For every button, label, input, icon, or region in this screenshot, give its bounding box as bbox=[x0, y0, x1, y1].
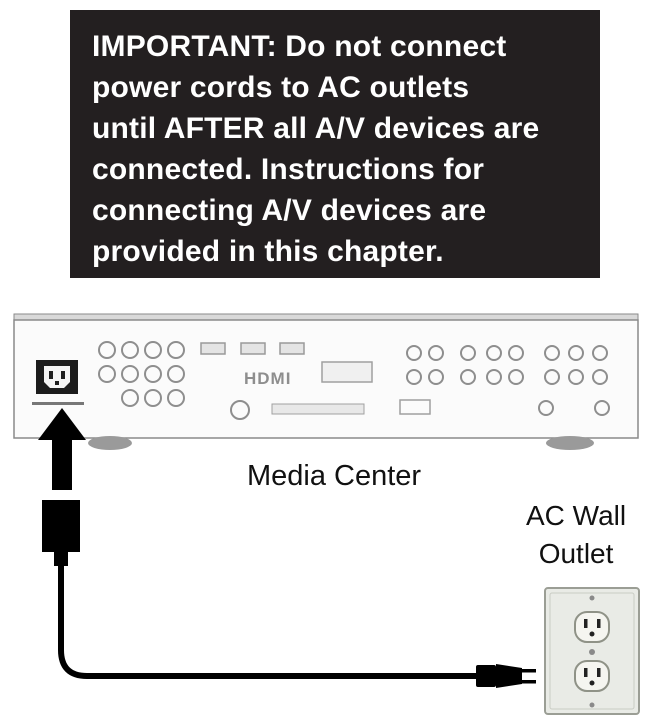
power-cord bbox=[58, 564, 480, 679]
device-top-edge bbox=[13, 313, 639, 321]
ethernet-port bbox=[321, 361, 373, 383]
wall-plug bbox=[476, 664, 536, 688]
device-foot-left bbox=[88, 436, 132, 450]
serial-port bbox=[399, 399, 431, 415]
coax-jack bbox=[230, 400, 250, 420]
notice-box: IMPORTANT: Do not connect power cords to… bbox=[70, 10, 600, 278]
rca-jack-group-2 bbox=[406, 345, 610, 416]
device-plug bbox=[42, 500, 80, 566]
media-center-device: HDMI bbox=[13, 313, 639, 450]
expansion-slot bbox=[271, 403, 365, 415]
connect-arrow bbox=[38, 408, 86, 490]
outlet-receptacle-bottom bbox=[574, 660, 610, 692]
device-foot-right bbox=[546, 436, 594, 450]
outlet-receptacle-top bbox=[574, 611, 610, 643]
rca-jack-group-1 bbox=[98, 341, 185, 407]
notice-text: IMPORTANT: Do not connect power cords to… bbox=[92, 30, 540, 268]
hdmi-logo: HDMI bbox=[244, 369, 291, 388]
hdmi-ports bbox=[200, 342, 305, 355]
wall-outlet bbox=[544, 587, 640, 715]
ac-power-inlet bbox=[32, 360, 84, 405]
outlet-label: AC Wall Outlet bbox=[526, 500, 627, 569]
device-label: Media Center bbox=[247, 460, 422, 492]
